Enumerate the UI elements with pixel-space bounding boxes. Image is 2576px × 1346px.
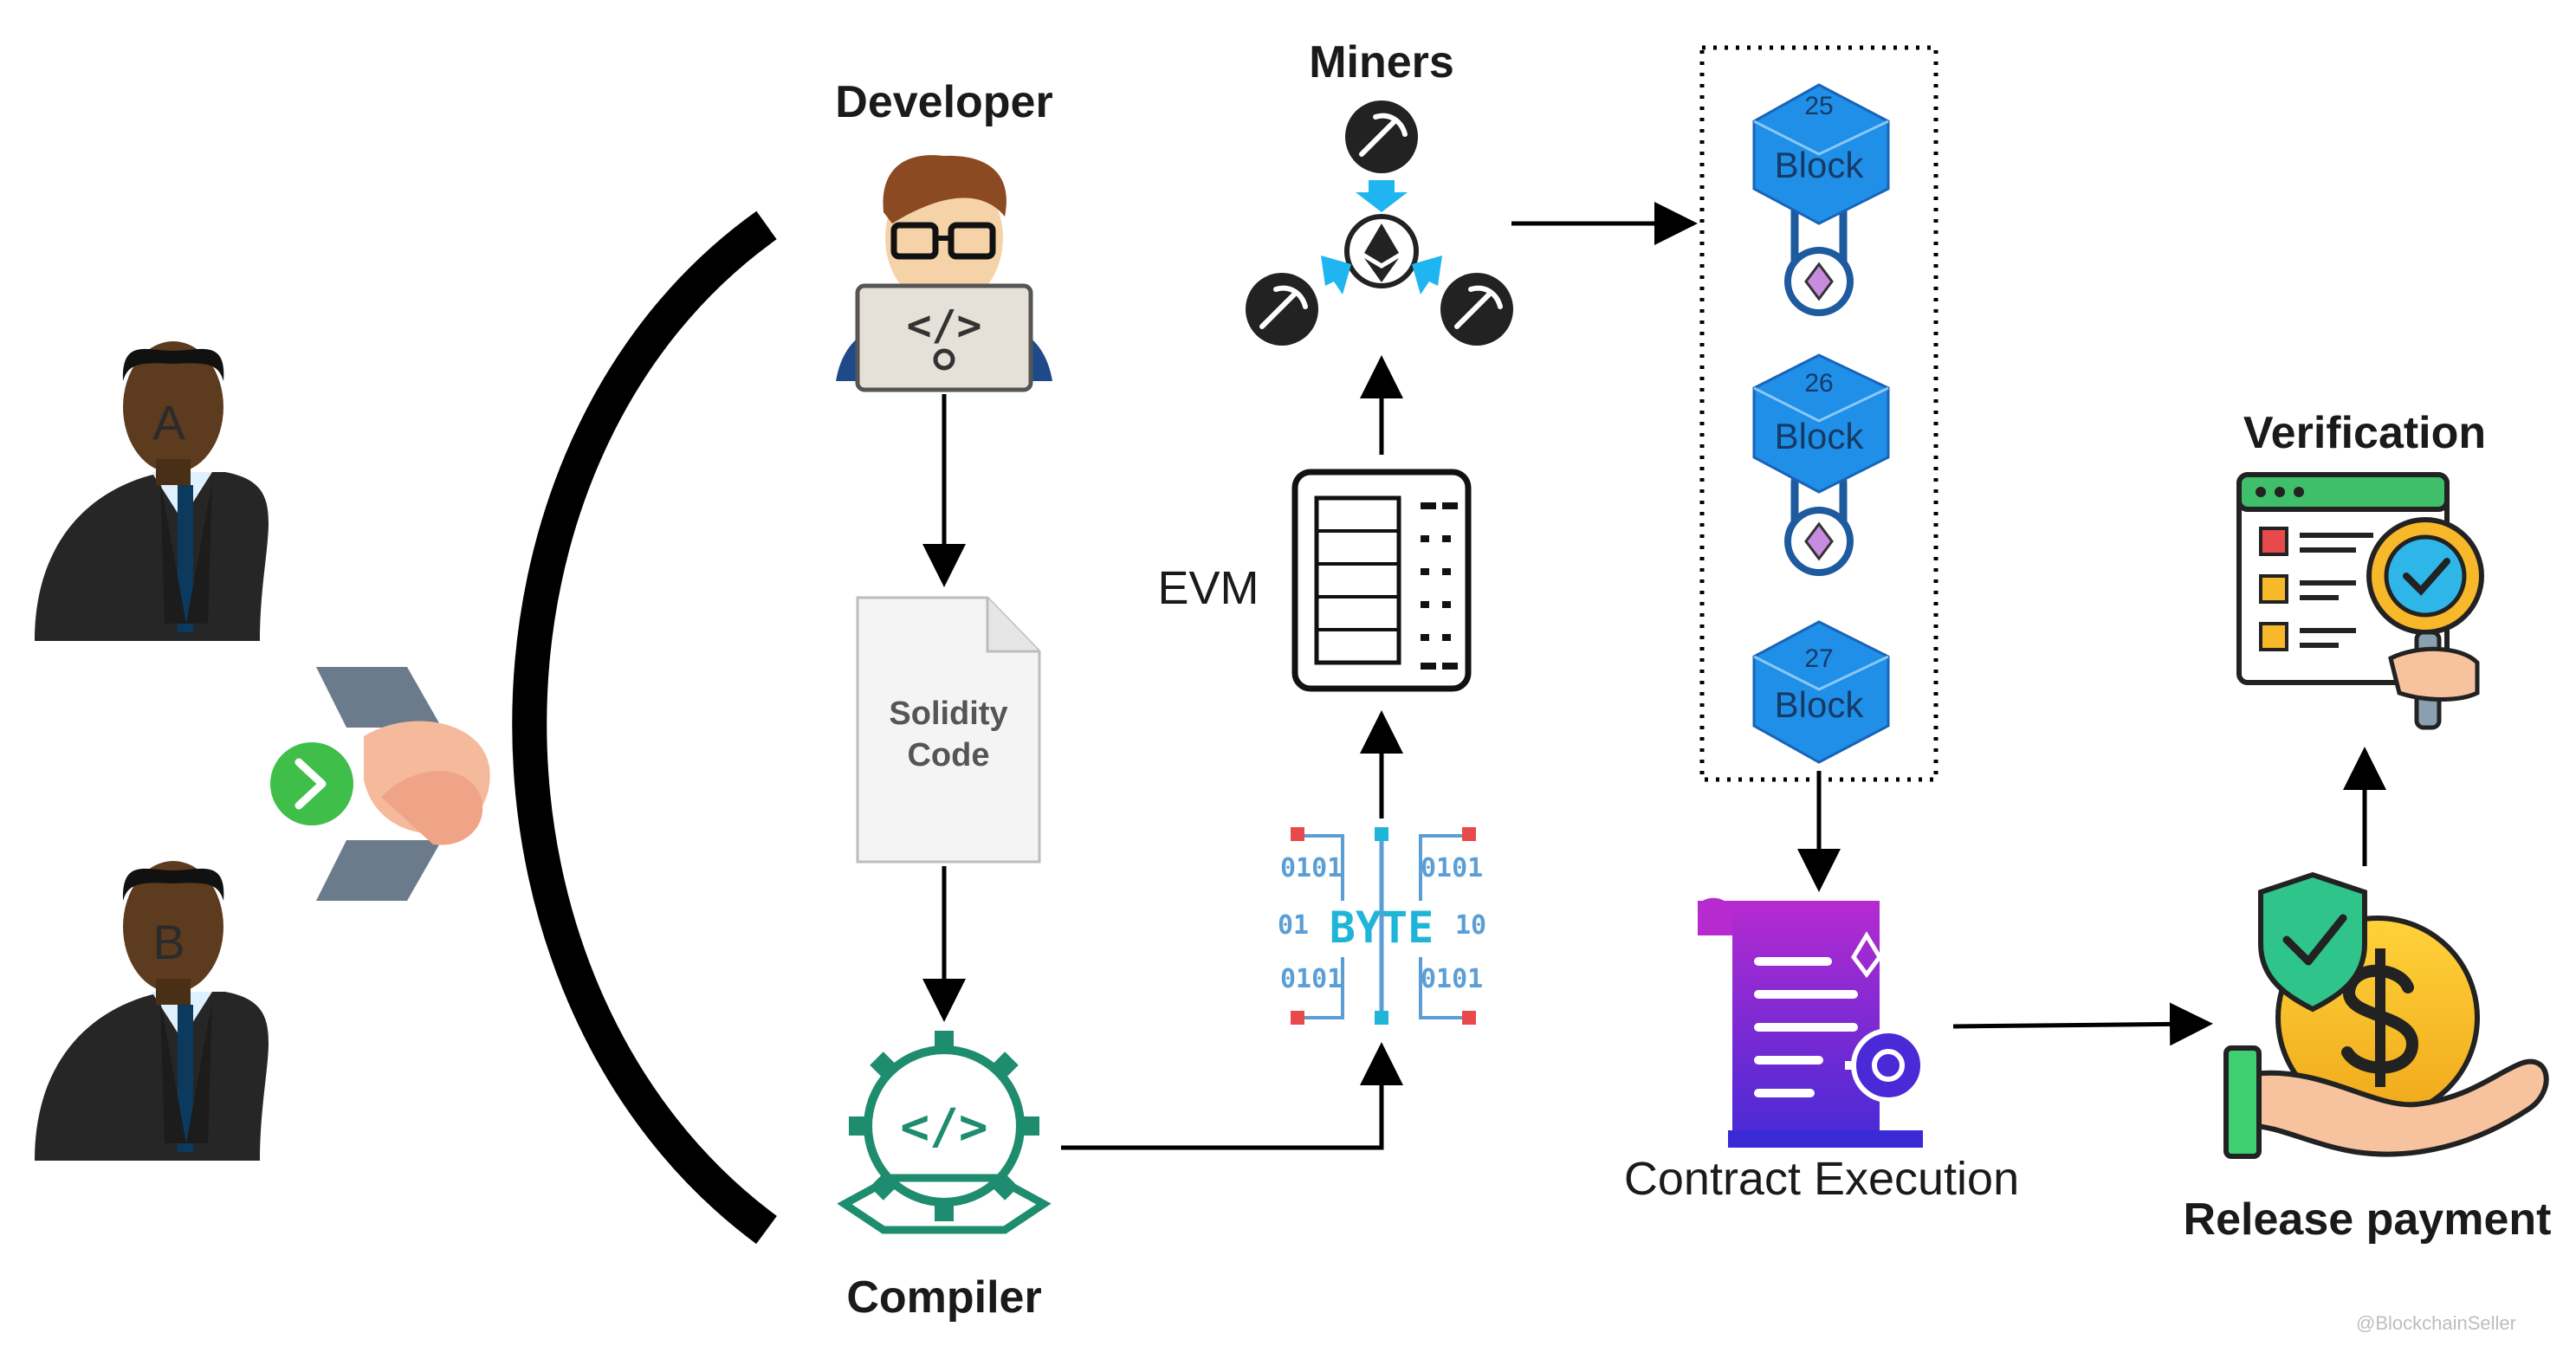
svg-text:Block: Block	[1775, 684, 1865, 725]
handshake-icon	[270, 667, 490, 901]
compiler-gear-icon: </>	[837, 1031, 1052, 1234]
svg-text:Block: Block	[1775, 145, 1865, 185]
svg-text:0101: 0101	[1280, 964, 1343, 994]
svg-text:0101: 0101	[1421, 853, 1483, 883]
release-payment-icon	[2223, 871, 2549, 1159]
bytecode-icon: 0101 0101 0101 0101 01 10 BYTE	[1278, 827, 1486, 1025]
block-26: 26 Block	[1752, 353, 1890, 494]
miners-label: Miners	[1309, 37, 1454, 87]
watermark-text: @BlockchainSeller	[2356, 1312, 2516, 1334]
contract-execution-label: Contract Execution	[1623, 1153, 2020, 1205]
developer-icon: </>	[836, 155, 1052, 392]
verification-label: Verification	[2243, 408, 2487, 458]
release-payment-label: Release payment	[2183, 1194, 2552, 1245]
chain-link-coin-2	[1784, 507, 1854, 576]
svg-text:26: 26	[1804, 369, 1833, 398]
compiler-label: Compiler	[846, 1272, 1042, 1323]
svg-text:</>: </>	[900, 1099, 987, 1155]
svg-text:27: 27	[1804, 644, 1833, 673]
block-25: 25 Block	[1752, 83, 1890, 225]
smart-contract-icon	[1698, 897, 1932, 1148]
chain-link-coin-1	[1784, 247, 1854, 316]
person-a-icon	[35, 341, 269, 641]
party-b-label: B	[152, 915, 185, 969]
party-a-label: A	[152, 395, 185, 450]
svg-text:Block: Block	[1775, 416, 1865, 456]
solidity-code-label: Solidity Code	[889, 693, 1007, 776]
svg-text:0101: 0101	[1280, 853, 1343, 883]
miners-icon	[1246, 100, 1513, 346]
solidity-line-1: Solidity	[889, 696, 1008, 732]
svg-text:01: 01	[1278, 910, 1309, 941]
evm-label: EVM	[1157, 562, 1259, 614]
block-27: 27 Block	[1752, 620, 1890, 764]
person-b-icon	[35, 861, 269, 1161]
svg-text:</>: </>	[907, 301, 982, 350]
verification-icon	[2236, 472, 2484, 730]
svg-text:25: 25	[1804, 92, 1833, 120]
solidity-line-2: Code	[907, 737, 990, 773]
developer-label: Developer	[835, 77, 1053, 127]
svg-text:0101: 0101	[1421, 964, 1483, 994]
byte-label: BYTE	[1330, 903, 1434, 953]
evm-server-icon	[1291, 469, 1472, 692]
bracket-arc	[512, 210, 777, 1245]
svg-text:10: 10	[1455, 910, 1486, 941]
solidity-document-icon	[856, 596, 1041, 864]
